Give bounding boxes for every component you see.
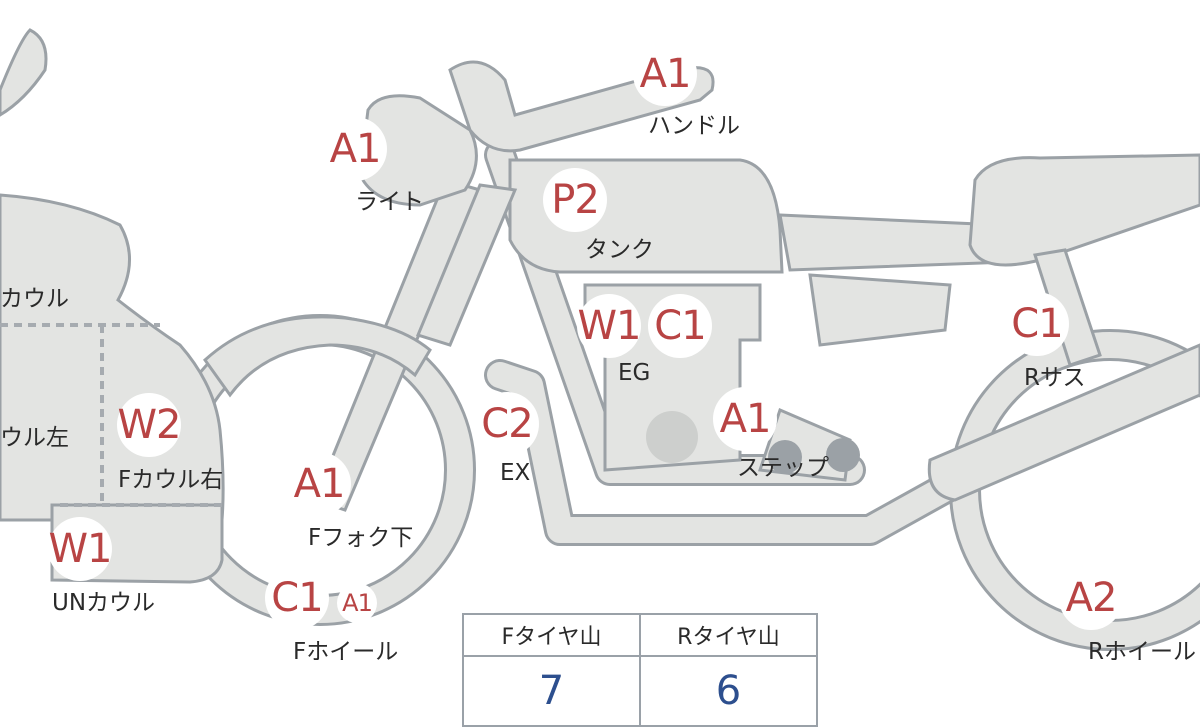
under-cowl-label: UNカウル [52,590,156,616]
rear-suspension-label: Rサス [1024,365,1086,391]
front-fork-grade-badge: A1 [287,452,351,516]
swing-arm-shape [927,343,1200,502]
rear-tread-value: 6 [639,655,818,727]
handle-label: ハンドル [648,113,740,139]
tank-label: タンク [585,237,654,263]
under-cowl-grade-badge: W1 [48,517,113,581]
tank-grade-badge: P2 [543,168,607,232]
step-label: ステップ [737,455,829,481]
light-grade-badge: A1 [323,117,387,181]
right-cowl-label: Fカウル右 [118,467,224,493]
front-cowl-label: カウル [0,286,69,312]
engine-grade-badge-1: W1 [577,294,642,358]
left-cowl-label: ウル左 [0,425,69,451]
front-wheel-grade-badge-1: C1 [265,566,329,630]
rear-tread-header: Rタイヤ山 [639,613,818,657]
exhaust-label: EX [500,460,531,486]
rear-wheel-grade-badge: A2 [1059,566,1123,630]
headlight-shape [358,94,478,207]
front-wheel-label: Fホイール [293,639,399,665]
right-cowl-grade-badge: W2 [117,393,182,457]
seat-shape [968,153,1200,267]
step-grade-badge: A1 [713,387,777,451]
tire-tread-table: Fタイヤ山 Rタイヤ山 7 6 [462,613,818,727]
front-wheel-grade-badge-2: A1 [337,583,377,623]
light-label: ライト [355,189,424,215]
front-fork-label: Fフォク下 [308,525,414,551]
exhaust-grade-badge: C2 [475,392,539,456]
front-tread-value: 7 [462,655,641,727]
rear-wheel-label: Rホイール [1088,639,1196,665]
front-tread-header: Fタイヤ山 [462,613,641,657]
engine-grade-badge-2: C1 [648,294,712,358]
engine-label: EG [618,360,651,386]
rear-suspension-grade-badge: C1 [1005,292,1069,356]
handle-grade-badge: A1 [633,42,697,106]
